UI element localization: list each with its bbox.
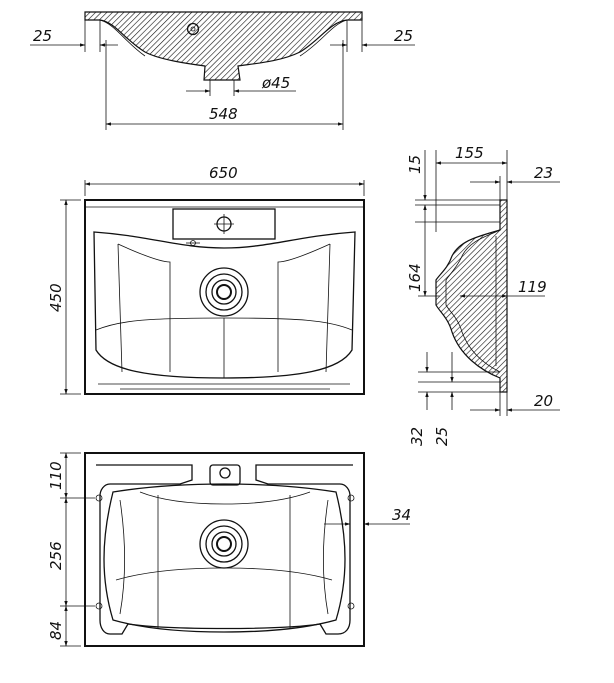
front-outline — [84, 199, 365, 395]
drain-outer-icon — [199, 267, 249, 317]
front-view: 650 450 — [47, 164, 365, 395]
dim-label-bowl-height: 164 — [406, 263, 424, 292]
dim-label-top-thickness: 15 — [406, 155, 424, 174]
dim-label-drain-offset: 119 — [518, 278, 547, 296]
section-view: 25 25 ø45 548 — [30, 11, 415, 130]
dim-label-rim: 23 — [534, 164, 553, 182]
plan-bowl-outline — [103, 483, 346, 633]
mount-hole-icon — [95, 494, 103, 502]
dim-label-inner-width: 548 — [209, 105, 238, 123]
plan-tap-hole-icon — [219, 467, 231, 479]
plan-view: 110 256 84 34 — [47, 452, 411, 647]
dim-label-left-edge: 25 — [33, 27, 52, 45]
dim-label-height: 450 — [47, 283, 65, 312]
overflow-icon — [190, 240, 196, 246]
tap-deck — [172, 208, 276, 240]
plan-outline — [84, 452, 365, 647]
plan-drain-outer-icon — [199, 519, 249, 569]
drain-inner-icon — [216, 284, 232, 300]
side-view: 155 23 15 164 119 20 32 25 — [406, 144, 560, 446]
dim-label-depth: 155 — [455, 144, 484, 162]
rim-outline — [96, 464, 353, 635]
overflow-hole-center-icon — [190, 26, 196, 32]
basin-section-profile — [84, 11, 363, 81]
mount-hole-icon — [347, 494, 355, 502]
dim-label-right-edge: 25 — [394, 27, 413, 45]
dim-label-lower-rim: 20 — [534, 392, 553, 410]
section-inner-line-right — [299, 19, 348, 57]
dim-label-width: 650 — [209, 164, 238, 182]
dim-label-bottom: 84 — [47, 621, 65, 640]
overflow-hole-icon — [186, 22, 200, 36]
plan-drain-inner-icon — [216, 536, 232, 552]
dim-label-side: 34 — [392, 506, 411, 524]
dim-label-top: 110 — [47, 461, 65, 490]
mount-hole-icon — [95, 602, 103, 610]
dim-label-middle: 256 — [47, 541, 65, 570]
section-inner-line-left — [99, 19, 146, 57]
dim-label-base-2: 25 — [433, 427, 451, 446]
dim-label-drain-diameter: ø45 — [261, 74, 290, 92]
dim-label-base-1: 32 — [408, 427, 426, 446]
mount-hole-icon — [347, 602, 355, 610]
bowl-outline — [93, 231, 356, 379]
